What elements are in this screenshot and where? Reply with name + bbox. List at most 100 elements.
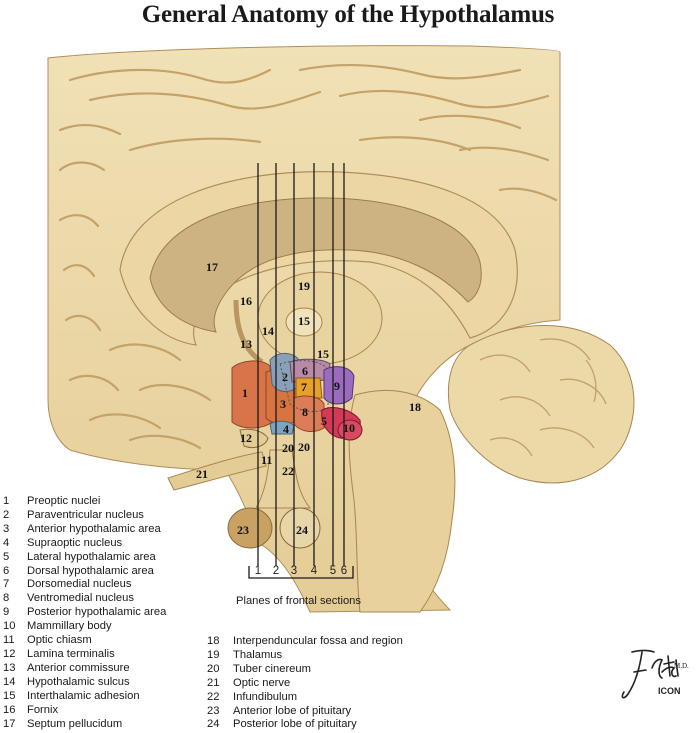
label-14: 14 bbox=[262, 324, 274, 338]
legend-text: Thalamus bbox=[233, 648, 283, 661]
legend-number: 5 bbox=[3, 550, 10, 563]
legend-number: 20 bbox=[207, 662, 220, 675]
structure-labels: 17 16 19 15 14 13 15 2 6 9 7 1 3 8 5 10 … bbox=[196, 260, 421, 537]
label-13: 13 bbox=[240, 337, 252, 351]
brainstem bbox=[348, 389, 456, 613]
legend-text: Lateral hypothalamic area bbox=[27, 550, 156, 563]
plane-number-3: 3 bbox=[291, 565, 297, 577]
label-20a: 20 bbox=[282, 441, 294, 455]
legend-number: 6 bbox=[3, 564, 10, 577]
legend-number: 24 bbox=[207, 718, 220, 731]
plane-number-5: 5 bbox=[330, 565, 336, 577]
label-17: 17 bbox=[206, 260, 218, 274]
netter-signature: M.D. ICON bbox=[621, 649, 689, 699]
label-19: 19 bbox=[298, 279, 310, 293]
legend-number: 4 bbox=[3, 536, 10, 549]
legend-number: 21 bbox=[207, 676, 220, 689]
legend-text: Fornix bbox=[27, 703, 59, 716]
label-5: 5 bbox=[321, 414, 327, 428]
legend-number: 7 bbox=[3, 578, 10, 591]
label-10: 10 bbox=[343, 421, 355, 435]
label-18: 18 bbox=[409, 400, 421, 414]
interthalamic-adhesion bbox=[285, 307, 323, 337]
ventromedial-nucleus bbox=[293, 395, 325, 432]
planes-caption: Planes of frontal sections bbox=[236, 595, 361, 607]
optic-chiasm bbox=[239, 428, 269, 449]
supraoptic-nucleus bbox=[269, 420, 295, 435]
legend-text: Mammillary body bbox=[27, 620, 112, 633]
cerebellum bbox=[447, 325, 635, 484]
label-9: 9 bbox=[334, 379, 340, 393]
optic-nerve bbox=[167, 451, 267, 491]
legend-text: Interthalamic adhesion bbox=[27, 689, 140, 702]
legend-text: Posterior hypothalamic area bbox=[27, 606, 167, 619]
label-4: 4 bbox=[283, 422, 289, 436]
legend-text: Optic chiasm bbox=[27, 634, 92, 647]
legend-text: Lamina terminalis bbox=[27, 647, 115, 660]
anterior-pituitary bbox=[227, 507, 273, 549]
legend-number: 12 bbox=[3, 647, 16, 660]
plane-numbers: 1 2 3 4 5 6 bbox=[255, 565, 347, 577]
label-22: 22 bbox=[282, 464, 294, 478]
legend-item: 8 Ventromedial nucleus bbox=[3, 592, 166, 606]
legend-item: 15 Interthalamic adhesion bbox=[3, 690, 166, 704]
gyri-folds bbox=[58, 63, 558, 450]
signature-md: M.D. bbox=[674, 662, 689, 670]
posterior-pituitary bbox=[279, 507, 321, 549]
label-6: 6 bbox=[302, 364, 308, 378]
legend-number: 8 bbox=[3, 592, 10, 605]
plane-number-2: 2 bbox=[273, 565, 279, 577]
legend-number: 3 bbox=[3, 522, 10, 535]
icon-mark: ICON bbox=[658, 686, 681, 696]
frontal-section-planes bbox=[248, 163, 354, 579]
legend-number: 23 bbox=[207, 704, 220, 717]
label-7: 7 bbox=[301, 380, 307, 394]
label-15a: 15 bbox=[298, 314, 310, 328]
plane-number-6: 6 bbox=[341, 565, 347, 577]
planes-bracket bbox=[248, 566, 354, 579]
label-16: 16 bbox=[240, 294, 252, 308]
legend-number: 14 bbox=[3, 675, 16, 688]
legend-text: Tuber cinereum bbox=[233, 662, 311, 675]
legend-item: 5 Lateral hypothalamic area bbox=[3, 551, 166, 565]
fornix bbox=[233, 299, 264, 365]
label-20b: 20 bbox=[298, 440, 310, 454]
legend-text: Anterior hypothalamic area bbox=[27, 522, 161, 535]
legend-number: 13 bbox=[3, 661, 16, 674]
legend-number: 16 bbox=[3, 703, 16, 716]
legend-text: Infundibulum bbox=[233, 690, 298, 703]
label-8: 8 bbox=[302, 405, 308, 419]
legend-number: 17 bbox=[3, 717, 16, 730]
label-23: 23 bbox=[237, 523, 249, 537]
legend-number: 2 bbox=[3, 508, 10, 521]
legend-item: 3 Anterior hypothalamic area bbox=[3, 523, 166, 537]
legend-text: Hypothalamic sulcus bbox=[27, 675, 130, 688]
label-21: 21 bbox=[196, 467, 208, 481]
legend-text: Preoptic nuclei bbox=[27, 495, 101, 507]
legend-text: Posterior lobe of pituitary bbox=[233, 718, 357, 731]
label-11: 11 bbox=[261, 453, 272, 467]
label-12: 12 bbox=[240, 431, 252, 445]
legend-item: 16 Fornix bbox=[3, 704, 166, 718]
legend-number: 15 bbox=[3, 689, 16, 702]
diagram-title: General Anatomy of the Hypothalamus bbox=[141, 1, 555, 28]
legend-text: Ventromedial nucleus bbox=[27, 592, 134, 605]
legend-number: 10 bbox=[3, 620, 16, 633]
label-24: 24 bbox=[296, 523, 308, 537]
legend-number: 19 bbox=[207, 648, 220, 661]
legend-item: 14 Hypothalamic sulcus bbox=[3, 676, 166, 690]
cerebellar-folia bbox=[479, 338, 607, 457]
legend-number: 11 bbox=[3, 634, 15, 647]
legend-text: Anterior commissure bbox=[27, 661, 130, 674]
